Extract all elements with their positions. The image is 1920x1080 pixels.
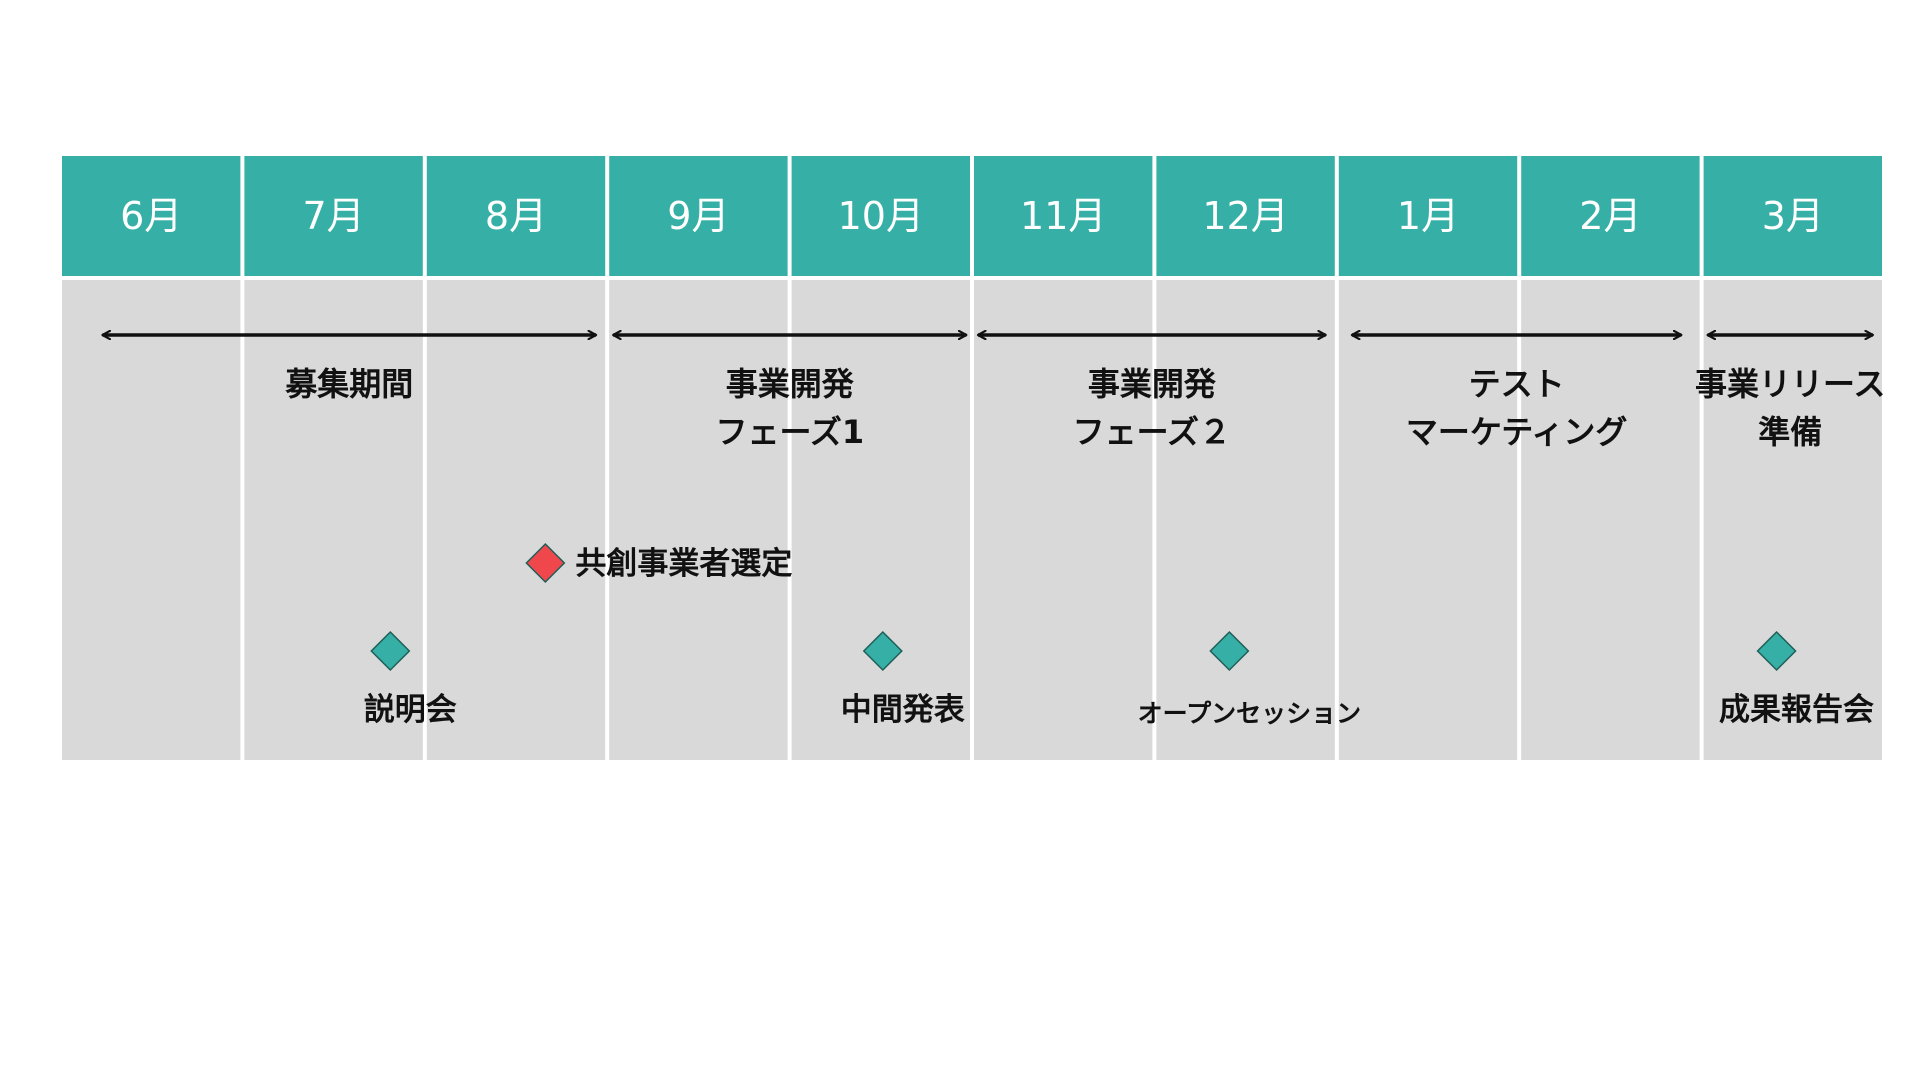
month-label: 7月 xyxy=(303,194,365,238)
month-body-cell xyxy=(791,280,970,760)
milestone-diamond xyxy=(370,630,411,672)
month-label: 2月 xyxy=(1579,194,1641,238)
milestone-label: オープンセッション xyxy=(1138,699,1362,728)
month-body-cell xyxy=(1703,280,1882,760)
month-label: 3月 xyxy=(1762,194,1824,238)
month-header-cell xyxy=(1156,156,1335,276)
phase-label: 事業開発 xyxy=(1088,365,1217,403)
milestone-label: 共創事業者選定 xyxy=(575,546,792,582)
month-header-cell xyxy=(1338,156,1518,276)
month-label: 6月 xyxy=(120,194,182,238)
phase-label: 募集期間 xyxy=(284,365,413,403)
milestone-diamond xyxy=(862,630,903,672)
month-body-cell xyxy=(1156,280,1335,760)
month-body-cell xyxy=(244,280,423,760)
month-body-cell xyxy=(974,280,1153,760)
month-header-cell xyxy=(426,156,606,276)
month-label: 10月 xyxy=(838,194,924,238)
month-header-cell xyxy=(1703,156,1882,276)
phase-label: 準備 xyxy=(1758,413,1822,451)
month-header-cell xyxy=(244,156,423,276)
phase-label: テスト xyxy=(1469,365,1565,403)
phase-label: フェーズ1 xyxy=(715,413,864,451)
month-label: 12月 xyxy=(1202,194,1288,238)
milestone-label: 成果報告会 xyxy=(1719,692,1874,728)
phase-label: 事業リリース xyxy=(1695,365,1885,403)
milestone-diamond xyxy=(1756,630,1797,672)
phase-label: フェーズ２ xyxy=(1073,413,1231,451)
month-body-row xyxy=(62,280,1882,760)
month-header-cell xyxy=(1521,156,1700,276)
milestone-diamond xyxy=(1209,630,1250,672)
month-body-cell xyxy=(62,280,241,760)
milestone-label: 中間発表 xyxy=(841,692,965,728)
milestone-highlight-diamond xyxy=(525,542,566,584)
month-header-row: 6月 7月 8月 9月 10月 11月 12月 1月 2月 3月 xyxy=(62,156,1882,276)
phase-label: マーケティング xyxy=(1406,413,1627,451)
month-header-cell xyxy=(609,156,788,276)
month-body-cell xyxy=(1338,280,1518,760)
month-label: 8月 xyxy=(485,194,547,238)
month-label: 9月 xyxy=(667,194,729,238)
phase-label: 事業開発 xyxy=(726,365,855,403)
month-header-cell xyxy=(791,156,970,276)
month-body-cell xyxy=(426,280,606,760)
month-label: 1月 xyxy=(1397,194,1459,238)
month-body-cell xyxy=(609,280,788,760)
month-body-cell xyxy=(1521,280,1700,760)
milestone-label: 説明会 xyxy=(364,692,457,728)
month-label: 11月 xyxy=(1020,194,1106,238)
month-header-cell xyxy=(62,156,241,276)
month-header-cell xyxy=(974,156,1153,276)
